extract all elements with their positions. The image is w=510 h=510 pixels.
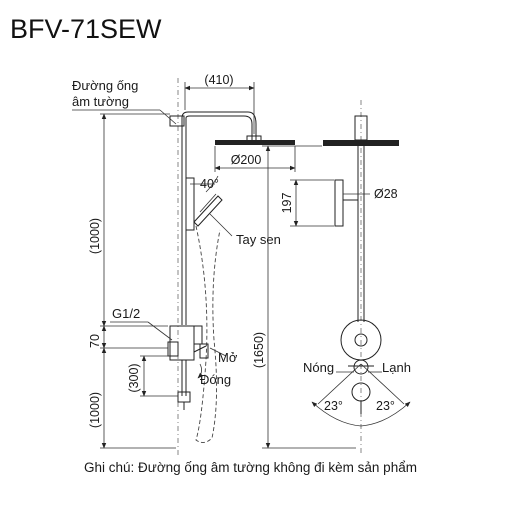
shower-arm (181, 111, 248, 119)
mixer-valve (169, 325, 195, 361)
label-hot: Nóng (303, 360, 334, 375)
front-hand-shower (334, 179, 344, 227)
front-view: Ø28 197 Nóng Lạnh 23° 23° (1650) (252, 100, 411, 455)
dim-head-diameter: Ø200 (231, 153, 262, 167)
dim-lower-height: (1000) (88, 392, 102, 428)
side-view: (410) Ø200 40° Tay sen Mở Đóng (72, 73, 296, 455)
shower-hose (195, 225, 221, 443)
dim-arm-length: (410) (204, 73, 233, 87)
label-open: Mở (218, 350, 238, 365)
label-thread: G1/2 (112, 306, 140, 321)
dim-valve-drop: (300) (127, 363, 141, 392)
footer-note: Ghi chú: Đường ống âm tường không đi kèm… (84, 460, 417, 475)
dim-hand-diameter: Ø28 (374, 187, 398, 201)
wall-bracket (169, 115, 185, 127)
label-hand-shower: Tay sen (236, 232, 281, 247)
dim-rotation-left: 23° (324, 399, 343, 413)
dim-valve-offset: 70 (88, 334, 102, 348)
label-cold: Lạnh (382, 360, 411, 375)
label-close: Đóng (200, 372, 231, 387)
hand-shower-holder (185, 177, 195, 231)
dim-rotation-right: 23° (376, 399, 395, 413)
dim-holder-height: 197 (280, 193, 294, 214)
dim-hand-angle: 40° (200, 177, 219, 191)
label-embedded-pipe-line2: âm tường (72, 94, 129, 109)
hand-shower (193, 195, 223, 227)
dim-total-height: (1650) (252, 332, 266, 368)
front-shower-head (323, 140, 399, 146)
label-embedded-pipe-line1: Đường ống (72, 78, 138, 93)
product-title: BFV-71SEW (10, 14, 162, 44)
dim-upper-height: (1000) (88, 218, 102, 254)
mixer-handle (353, 359, 369, 375)
shower-head (215, 140, 295, 145)
